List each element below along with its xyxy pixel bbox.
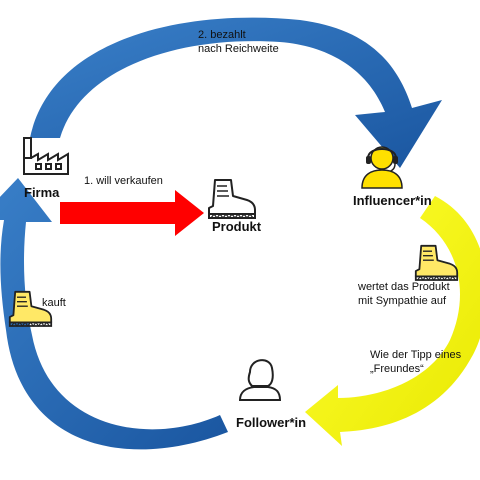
- tipp-label-line1: Wie der Tipp eines: [370, 349, 462, 361]
- red-arrow: [60, 190, 204, 236]
- blue-arrow-top: [30, 17, 442, 168]
- tipp-label-line2: „Freundes“: [370, 363, 424, 375]
- node-produkt-label: Produkt: [212, 219, 262, 234]
- step2-label-line2: nach Reichweite: [198, 43, 279, 55]
- blue-arrow-left: [0, 178, 228, 450]
- wertet-label-line2: mit Sympathie auf: [358, 295, 447, 307]
- step2-label-line1: 2. bezahlt: [198, 29, 246, 41]
- boot-icon: [208, 179, 256, 219]
- step1-label: 1. will verkaufen: [84, 175, 163, 187]
- factory-icon: [23, 137, 69, 175]
- wertet-label-line1: wertet das Produkt: [358, 281, 450, 293]
- headset-person-icon: [361, 146, 403, 189]
- node-influencer-label: Influencer*in: [353, 193, 432, 208]
- kauft-label: kauft: [42, 297, 66, 309]
- node-firma-label: Firma: [24, 185, 60, 200]
- person-icon: [238, 359, 282, 401]
- yellow-arrow-right: [305, 196, 480, 446]
- node-follower-label: Follower*in: [236, 415, 307, 430]
